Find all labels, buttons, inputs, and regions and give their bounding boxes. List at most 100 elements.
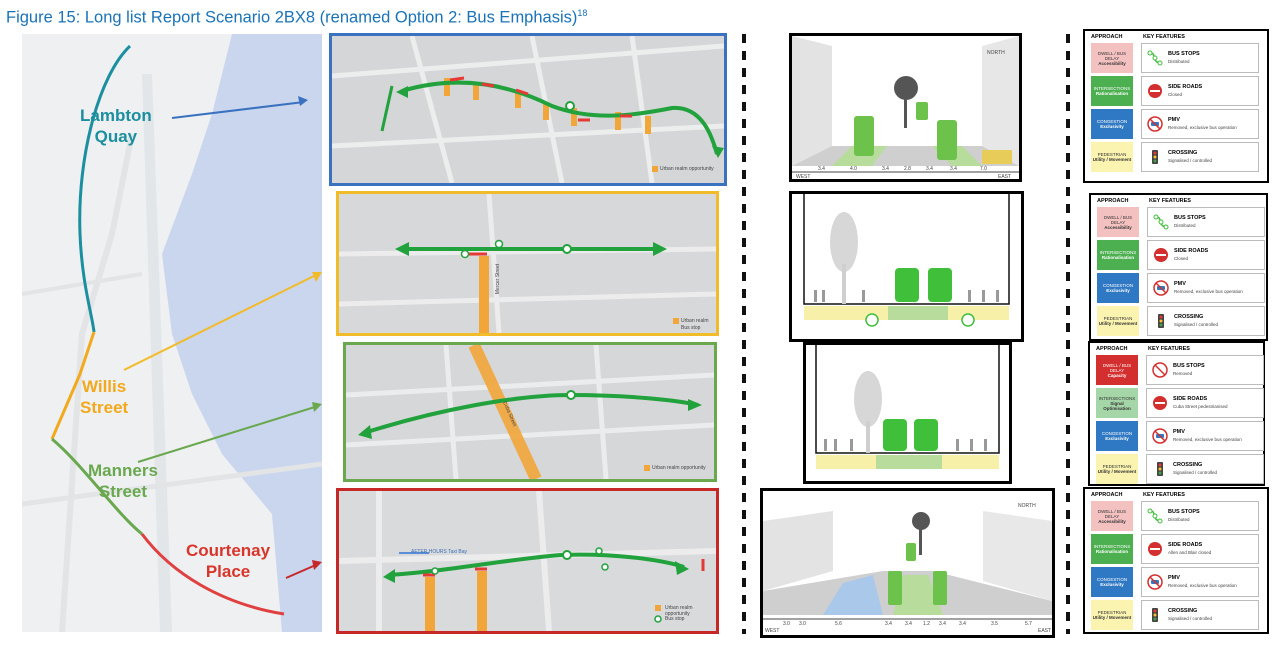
- section-dim: 2.8: [904, 166, 911, 172]
- section-dim: 1.2: [923, 621, 930, 627]
- legend-bus-stop: Bus stop: [665, 616, 685, 622]
- footnote-marker: 18: [577, 8, 588, 18]
- route-line: [50, 44, 285, 616]
- traffic-light-icon: [1147, 149, 1163, 165]
- section-dim: 5.6: [835, 621, 842, 627]
- no-car-icon: [1147, 116, 1163, 132]
- section-dim: 3.4: [959, 621, 966, 627]
- cross-section-manners-graphic: [815, 345, 1000, 469]
- section-dim: 3.4: [905, 621, 912, 627]
- no-car-icon: [1152, 428, 1168, 444]
- no-car-icon: [1147, 574, 1163, 590]
- traffic-light-icon: [1153, 313, 1169, 329]
- key-feature-detail: Removed, exclusive bus operation: [1174, 289, 1243, 294]
- section-dim: 3.4: [939, 621, 946, 627]
- key-feature-title: PMV: [1173, 429, 1185, 435]
- legend-urban-realm: Urban realm: [681, 318, 709, 324]
- approach-label: CONGESTION: [1096, 119, 1128, 124]
- map-panel-manners-street: Cuba Street Urban realm opportunity: [343, 342, 717, 482]
- route-map-willis: [339, 194, 716, 333]
- map-panel-willis-street: Mercer Street Urban realm Bus stop: [336, 191, 719, 336]
- approach-value: Accessibility: [1098, 518, 1126, 524]
- cross-section-lambton: NORTH WEST EAST 3.4 4.0 3.4 2.8 3.4 3.4 …: [789, 33, 1022, 182]
- cross-section-willis-graphic: [803, 194, 1010, 327]
- figure-title: Figure 15: Long list Report Scenario 2BX…: [6, 8, 587, 28]
- key-feature-detail: Signalised / controlled: [1168, 158, 1213, 163]
- key-feature-box: BUS STOPS Distributed: [1141, 501, 1259, 531]
- key-feature-detail: Signalised / controlled: [1174, 322, 1219, 327]
- approach-value: Exclusivity: [1100, 582, 1124, 587]
- legend-urban-realm: Urban realm opportunity: [660, 166, 714, 172]
- legend-bus-stop: Bus stop: [681, 325, 701, 331]
- section-east-label: EAST: [998, 174, 1012, 180]
- north-arrow: NORTH: [1018, 503, 1036, 509]
- key-feature-title: CROSSING: [1168, 608, 1198, 614]
- overview-map: [22, 34, 322, 632]
- bus-stops-icon: [1153, 214, 1169, 230]
- section-dim: 3.0: [799, 621, 806, 627]
- key-feature-title: PMV: [1174, 281, 1186, 287]
- approach-value: Rationalisation: [1095, 91, 1129, 96]
- north-arrow: NORTH: [987, 50, 1005, 56]
- section-dim: 3.4: [818, 166, 825, 172]
- key-feature-title: CROSSING: [1173, 462, 1203, 468]
- key-feature-title: CROSSING: [1174, 314, 1204, 320]
- approach-label: DWELL / BUS DELAY: [1103, 214, 1133, 225]
- key-feature-detail: Distributed: [1168, 59, 1190, 64]
- traffic-light-icon: [1147, 607, 1163, 623]
- section-dim: 3.0: [783, 621, 790, 627]
- approach-label: INTERSECTIONS: [1098, 395, 1136, 401]
- key-feature-box: CROSSING Signalised / controlled: [1141, 142, 1259, 172]
- legend-urban-realm: Urban realm opportunity: [665, 605, 693, 617]
- approach-value: Rationalisation: [1095, 549, 1129, 554]
- approach-header: APPROACH: [1096, 346, 1128, 352]
- approach-header: APPROACH: [1097, 198, 1129, 204]
- route-map-courtenay: [339, 491, 716, 631]
- section-east-label: EAST: [1038, 628, 1052, 634]
- key-feature-detail: Closed: [1174, 256, 1189, 261]
- approach-label: CONGESTION: [1101, 431, 1133, 436]
- approach-label: PEDESTRIAN: [1103, 316, 1133, 321]
- overview-map-graphic: [22, 34, 322, 632]
- approach-label: CONGESTION: [1102, 283, 1134, 288]
- section-dim: 3.4: [926, 166, 933, 172]
- approach-value: Rationalisation: [1101, 255, 1135, 260]
- key-feature-title: SIDE ROADS: [1173, 396, 1208, 402]
- approach-value: Exclusivity: [1105, 436, 1129, 441]
- key-feature-detail: Cuba Street pedestrianised: [1173, 404, 1228, 409]
- figure-title-text: Figure 15: Long list Report Scenario 2BX…: [6, 8, 578, 27]
- no-entry-icon: [1152, 395, 1168, 411]
- map-panel-lambton-quay: Urban realm opportunity: [329, 33, 727, 186]
- no-entry-icon: [1147, 541, 1163, 557]
- approach-value: Exclusivity: [1100, 124, 1124, 129]
- approach-label: INTERSECTIONS: [1099, 250, 1137, 255]
- section-west-label: WEST: [765, 628, 780, 634]
- approach-label: PEDESTRIAN: [1102, 464, 1132, 469]
- key-feature-title: BUS STOPS: [1173, 363, 1205, 369]
- section-dim: 7.0: [980, 166, 987, 172]
- key-feature-title: CROSSING: [1168, 150, 1198, 156]
- key-feature-title: BUS STOPS: [1168, 509, 1200, 515]
- no-car-icon: [1153, 280, 1169, 296]
- map-panel-courtenay-place: AFTER HOURS Taxi Bay Urban realm opportu…: [336, 488, 719, 634]
- no-bus-stop-icon: [1152, 362, 1168, 378]
- key-feature-detail: Distributed: [1168, 517, 1190, 522]
- divider-left: [742, 34, 746, 634]
- key-feature-detail: Signalised / controlled: [1173, 470, 1218, 475]
